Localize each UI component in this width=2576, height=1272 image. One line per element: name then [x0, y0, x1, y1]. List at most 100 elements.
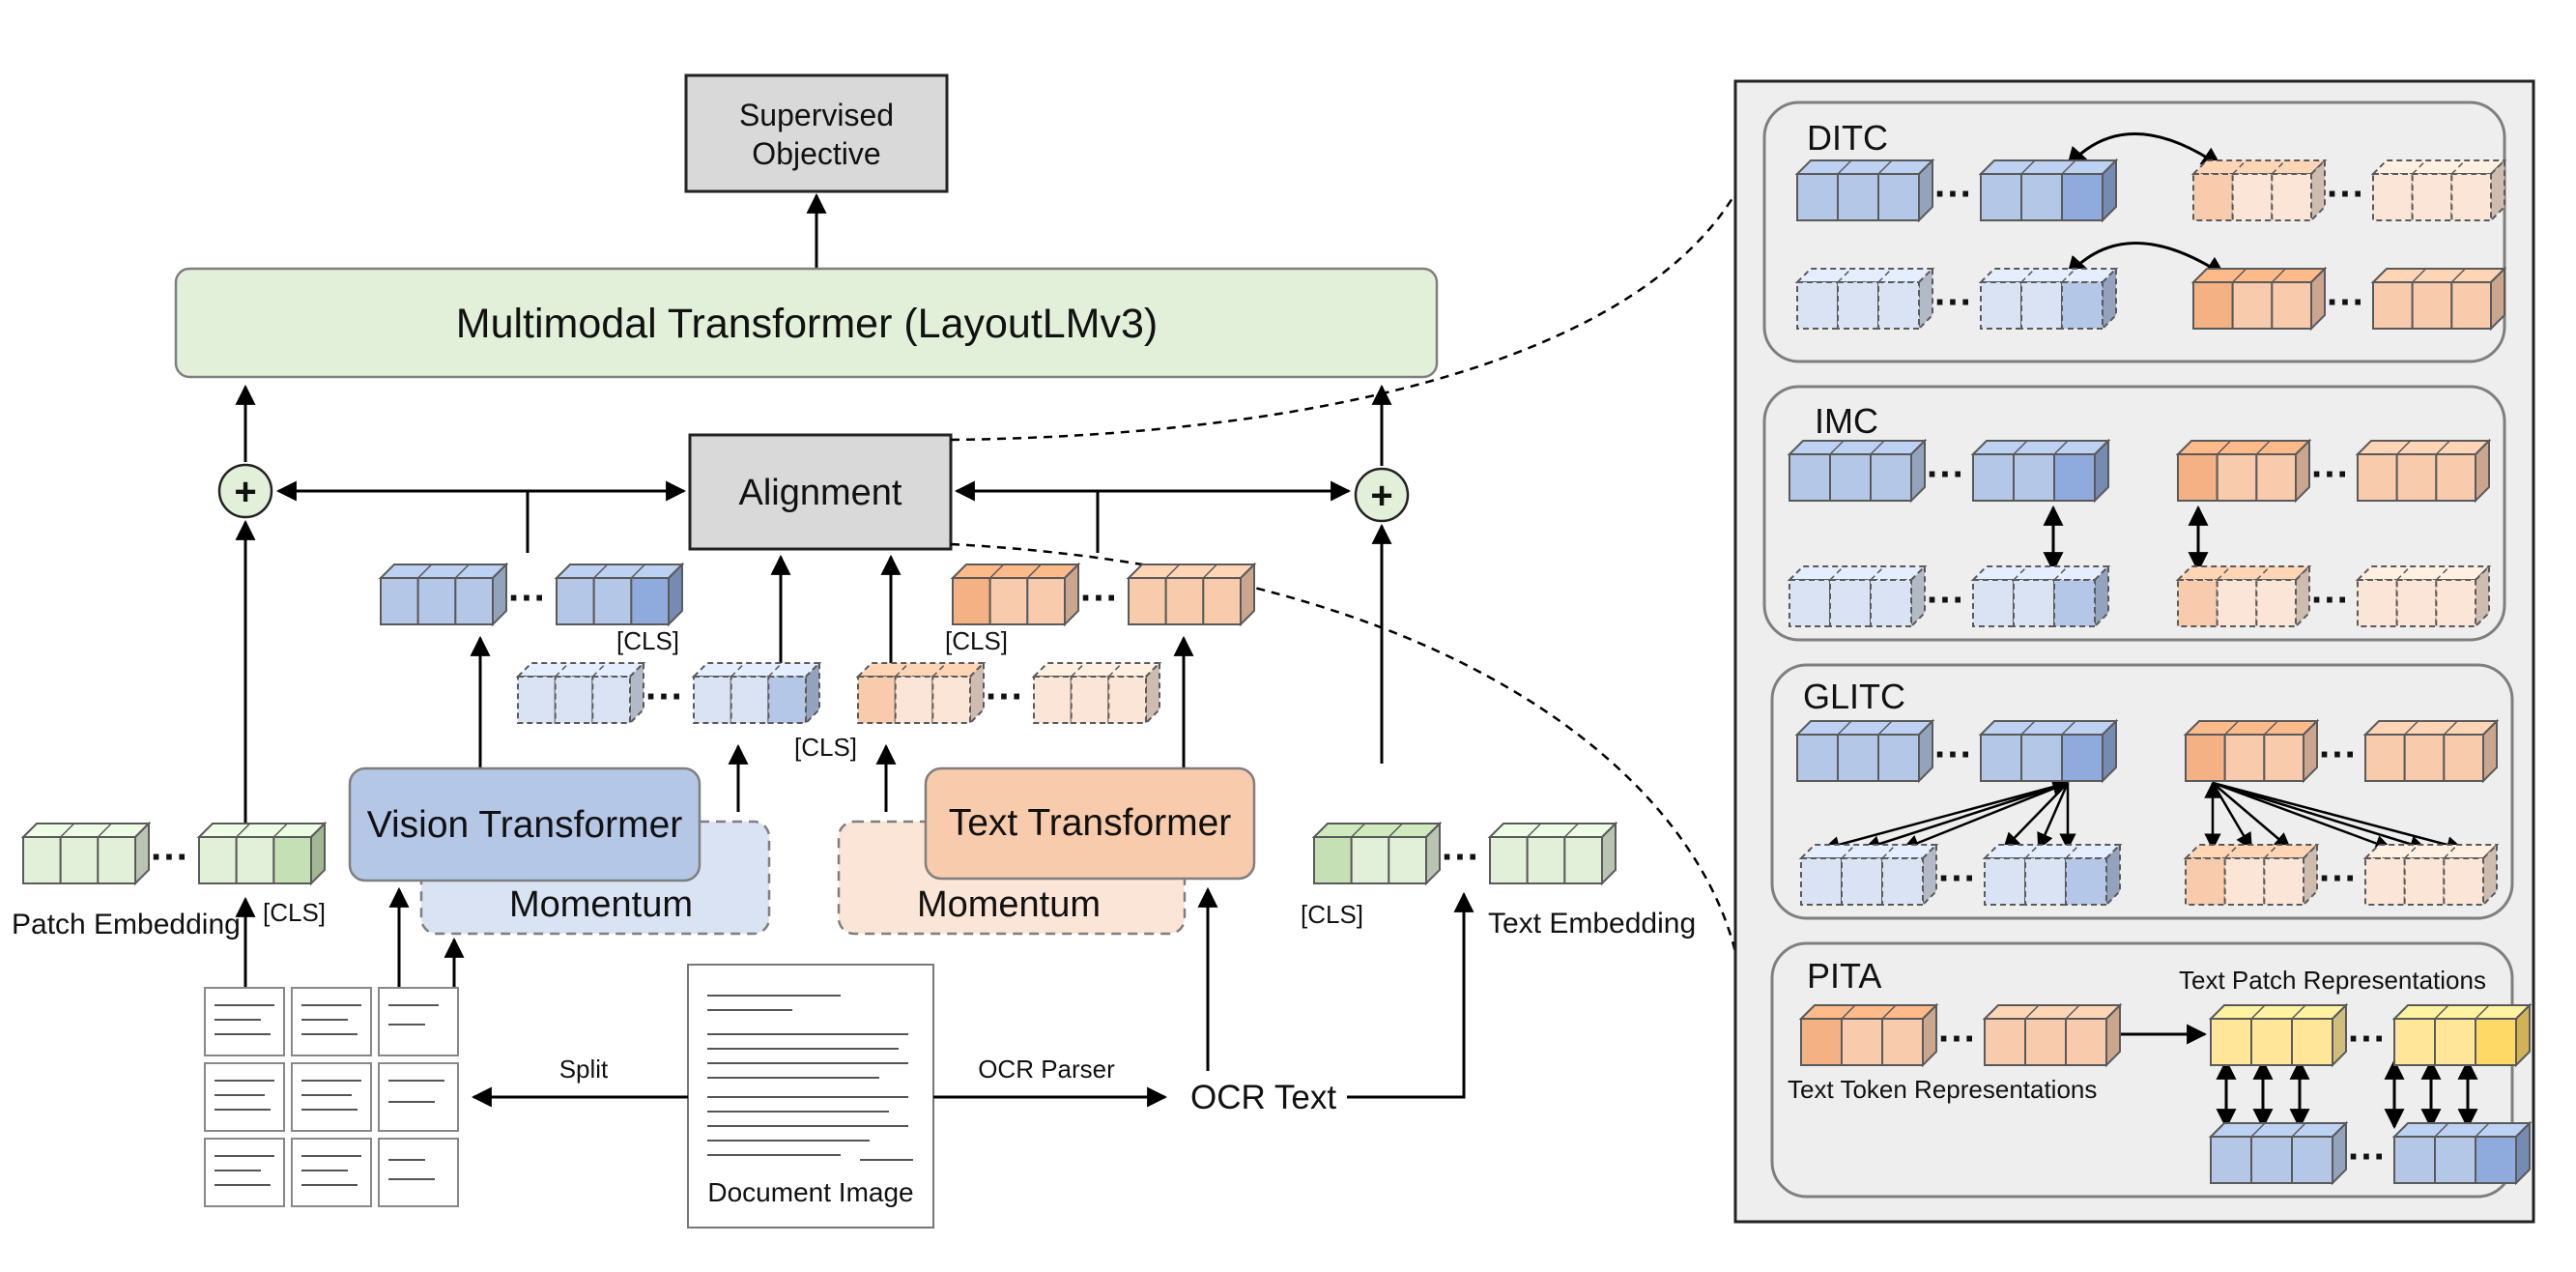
plus-sign-left: +	[234, 471, 256, 513]
patch-embedding-label: Patch Embedding	[12, 909, 241, 940]
imc-text-dots: ···	[2311, 453, 2350, 496]
pita-title: PITA	[1807, 956, 1881, 996]
momentum-text-tokens-left	[855, 660, 987, 726]
text-embedding-label: Text Embedding	[1488, 908, 1696, 940]
glitc-title: GLITC	[1803, 677, 1905, 716]
imc-title: IMC	[1815, 401, 1878, 441]
cls-label-patch: [CLS]	[263, 898, 326, 927]
text-embedding-tokens-left	[1311, 821, 1443, 886]
imc-vision-mom-left	[1787, 564, 1928, 629]
pita-vision-patch-dots: ···	[2348, 1136, 2387, 1178]
glitc-arrows-text	[2204, 781, 2464, 853]
momentum-vision-tokens-right	[691, 660, 822, 726]
imc-text-right	[2355, 438, 2492, 504]
token-blocks: ··· ··· ··· ··· ··· ··· ··· ··· ··· ··· ··· ··· ··· ·…	[20, 158, 2533, 1186]
vision-tokens-right	[554, 562, 685, 627]
imc-text-mom-right	[2355, 564, 2492, 629]
multimodal-transformer-label: Multimodal Transformer (LayoutLMv3)	[456, 301, 1158, 347]
ocr-parser-label: OCR Parser	[978, 1055, 1115, 1084]
glitc-section	[1770, 663, 2514, 920]
text-token-representations-label: Text Token Representations	[1788, 1075, 2097, 1104]
ditc-title: DITC	[1807, 118, 1888, 158]
pita-text-tokens-dots: ···	[1938, 1018, 1977, 1060]
text-tokens-left	[950, 562, 1081, 627]
text-transformer-box: Text Transformer	[924, 766, 1256, 881]
imc-vision-dots: ···	[1927, 453, 1965, 496]
pita-vision-patch-right	[2391, 1120, 2533, 1186]
glitc-arrows-vision	[1822, 778, 2076, 853]
momentum-vision-label: Momentum	[509, 884, 693, 925]
imc-vision-mom-dots: ···	[1927, 579, 1965, 622]
glitc-text-right	[2362, 718, 2500, 784]
imc-section	[1762, 385, 2506, 642]
cls-label-vision: [CLS]	[616, 626, 679, 655]
ditc-vision-dots: ···	[1934, 173, 1973, 216]
ditc-text-right	[2370, 266, 2507, 332]
supervised-objective-box: Supervised Objective	[684, 73, 949, 193]
image-patches-grid	[204, 987, 459, 1207]
text-transformer-label: Text Transformer	[949, 802, 1232, 844]
text-tokens-dots: ···	[1080, 577, 1119, 620]
plus-sign-right: +	[1370, 475, 1392, 517]
pita-text-patch-left	[2208, 1002, 2349, 1068]
supervised-objective-line1: Supervised	[739, 98, 894, 132]
patch-embedding-tokens-left	[20, 821, 152, 886]
alignment-box: Alignment	[688, 433, 953, 551]
ditc-text-mom-left	[2190, 158, 2328, 223]
ditc-vision-mom-left	[1794, 266, 1935, 332]
imc-vision-right	[1970, 438, 2111, 504]
text-embedding-tokens-dots: ···	[1442, 836, 1480, 879]
text-embedding-tokens-right	[1487, 821, 1618, 886]
split-label: Split	[559, 1055, 609, 1084]
document-image-label: Document Image	[707, 1177, 913, 1207]
ditc-vision-right	[1978, 158, 2119, 223]
imc-text-left	[2175, 438, 2312, 504]
momentum-text-tokens-right	[1031, 660, 1162, 726]
ditc-vision-mom-right	[1978, 266, 2119, 332]
momentum-vision-tokens-dots: ···	[645, 676, 684, 718]
glitc-vision-mom-right	[1982, 842, 2123, 908]
ditc-arc-top	[2066, 132, 2222, 168]
ocr-text-label: OCR Text	[1190, 1079, 1336, 1116]
momentum-vision-tokens-left	[515, 660, 646, 726]
ditc-text-mom-dots: ···	[2327, 173, 2365, 216]
alignment-label: Alignment	[739, 473, 902, 513]
ditc-vision-left	[1794, 158, 1935, 223]
text-patch-representations-label: Text Patch Representations	[2179, 966, 2486, 995]
vision-transformer-label: Vision Transformer	[367, 804, 683, 846]
cls-label-momentum: [CLS]	[794, 733, 857, 762]
supervised-objective-line2: Objective	[752, 136, 880, 171]
cls-label-textemb: [CLS]	[1301, 900, 1363, 929]
glitc-text-left	[2183, 718, 2320, 784]
imc-text-mom-left	[2175, 564, 2312, 629]
pita-text-patch-right	[2391, 1002, 2533, 1068]
glitc-vision-left	[1794, 718, 1935, 784]
momentum-text-label: Momentum	[917, 884, 1101, 925]
glitc-text-mom-left	[2183, 842, 2320, 908]
zoom-curve-top	[950, 192, 1737, 442]
arrow-ocr-to-text-embedding	[1347, 891, 1474, 1099]
pita-text-tokens-left	[1798, 1002, 1939, 1068]
ditc-arc-bottom	[2066, 242, 2226, 277]
plus-circle-right: +	[1354, 467, 1410, 523]
ditc-text-dots: ···	[2327, 281, 2365, 324]
imc-vision-mom-right	[1970, 564, 2111, 629]
glitc-text-mom-dots: ···	[2319, 857, 2358, 900]
vision-transformer-box: Vision Transformer	[348, 766, 701, 882]
ditc-text-left	[2190, 266, 2328, 332]
vision-tokens-left	[378, 562, 509, 627]
pita-text-tokens-right	[1982, 1002, 2123, 1068]
cls-label-text: [CLS]	[945, 626, 1008, 655]
pita-vertical-arrows	[2216, 1058, 2478, 1130]
momentum-text-tokens-dots: ···	[986, 676, 1024, 718]
patch-embedding-tokens-dots: ···	[151, 836, 189, 879]
plus-circle-left: +	[217, 463, 273, 519]
glitc-vision-mom-left	[1798, 842, 1939, 908]
glitc-vision-mom-dots: ···	[1938, 857, 1977, 900]
document-image: Document Image	[687, 964, 934, 1229]
glitc-vision-right	[1978, 718, 2119, 784]
multimodal-transformer-box: Multimodal Transformer (LayoutLMv3)	[174, 267, 1439, 379]
imc-text-mom-dots: ···	[2311, 579, 2350, 622]
